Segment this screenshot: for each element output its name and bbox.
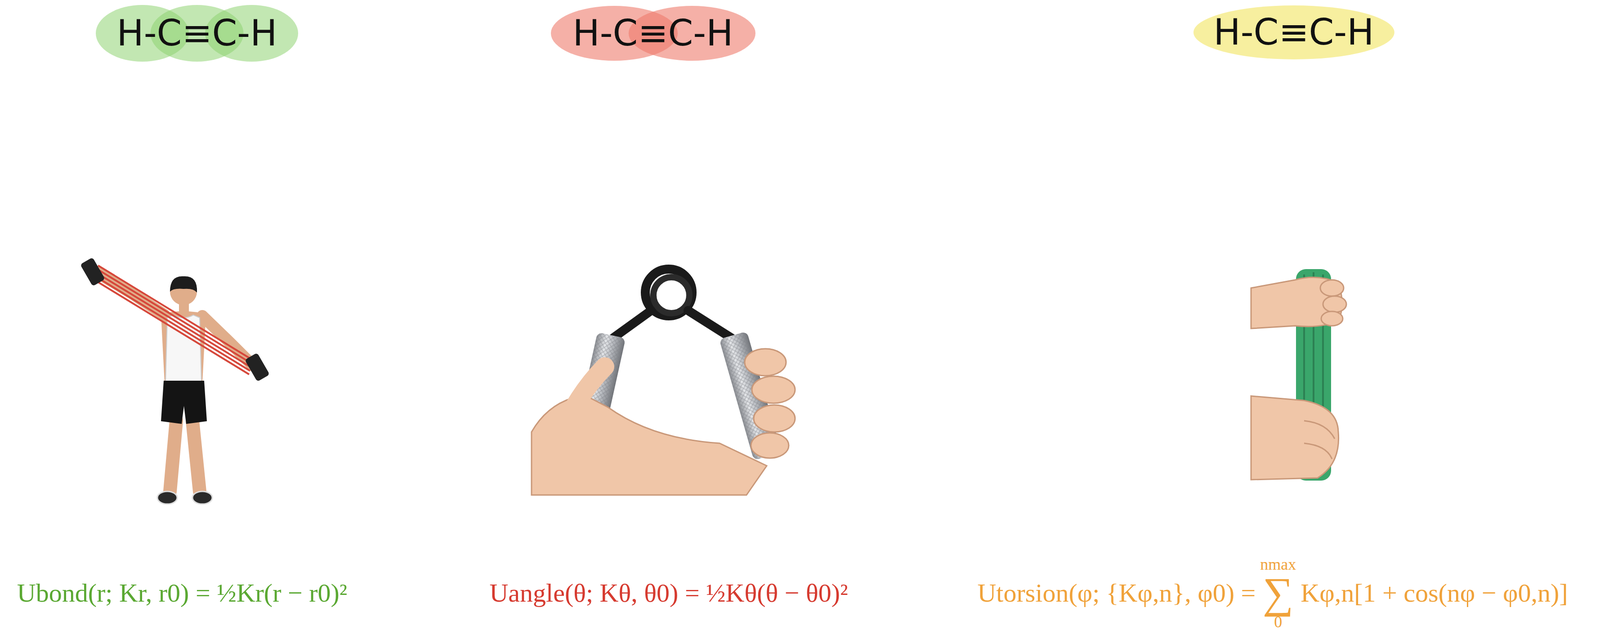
finger [1322,295,1347,313]
molecule-highlight: H-C≡C-H [550,5,756,61]
finger [753,404,796,432]
energy-equation: Ubond(r; Kr, r0) = ½Kr(r − r0)² [17,578,348,608]
equation-text: Ubond(r; Kr, r0) = ½Kr(r − r0)² [17,578,348,608]
sum-limit: nmax [1260,555,1297,573]
molecule-formula: H-C≡C-H [1213,14,1375,51]
lower-hand [1251,395,1339,480]
molecule-highlight: H-C≡C-H [1193,5,1395,60]
molecule-formula: H-C≡C-H [116,15,278,52]
sum-sign: ∑ [1262,572,1294,613]
finger [750,432,789,458]
shorts [160,380,207,424]
shoe [192,491,213,504]
summation: nmax∑0 [1260,555,1297,630]
finger [751,375,796,403]
expander-springs [94,265,253,375]
molecule-formula: H-C≡C-H [572,15,734,52]
expander-figure [80,257,270,504]
energy-equation: Utorsion(φ; {Kφ,n}, φ0) =nmax∑0Kφ,n[1 + … [977,555,1568,630]
gripper-coil [653,277,690,313]
finger [1321,311,1343,326]
leg [169,420,177,492]
shoe [157,491,178,504]
hand-gripper [531,268,796,495]
sum-limit: 0 [1273,613,1283,630]
gripper-arm [612,310,652,339]
finger [744,348,787,376]
expander-handle [80,257,106,287]
thumb [567,366,605,419]
twist-bar [1251,268,1347,481]
equation-text: Utorsion(φ; {Kφ,n}, φ0) = [977,578,1256,608]
finger [1320,279,1344,296]
hair [169,276,197,293]
orbital-ellipse [1193,5,1395,60]
energy-equation: Uangle(θ; Kθ, θ0) = ½Kθ(θ − θ0)² [489,578,848,608]
leg [192,420,200,492]
equation-text: Kφ,n[1 + cos(nφ − φ0,n)] [1300,578,1568,608]
finger-creases [1304,420,1335,459]
expander-handle [244,352,270,382]
equation-text: Uangle(θ; Kθ, θ0) = ½Kθ(θ − θ0)² [489,578,848,608]
molecule-highlight: H-C≡C-H [95,4,299,62]
gripper-arm [688,310,733,339]
